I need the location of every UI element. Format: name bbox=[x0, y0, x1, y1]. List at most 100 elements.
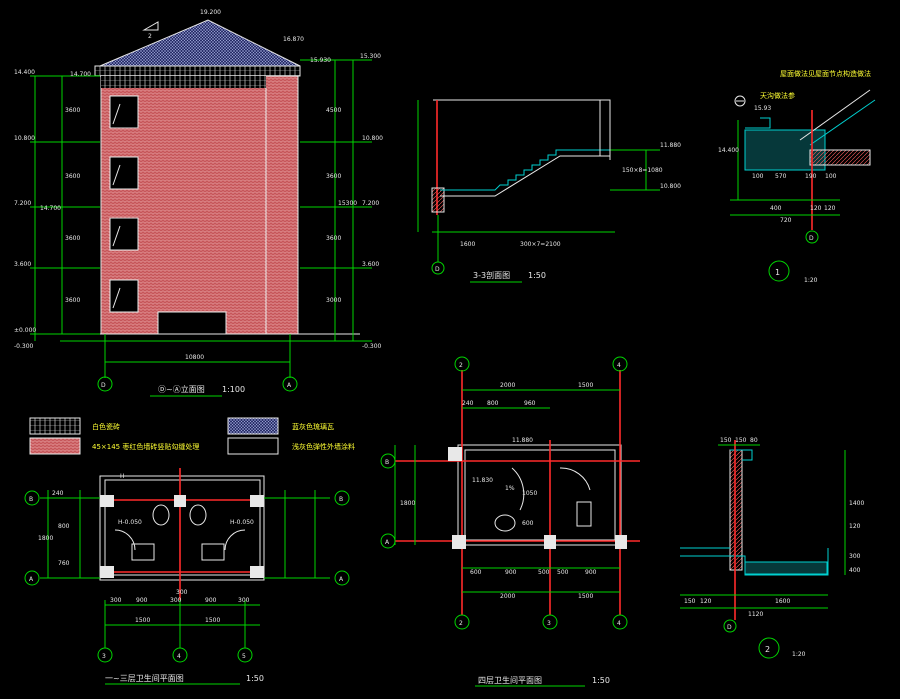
level-left-4: ±0.000 bbox=[14, 327, 36, 334]
axis-bubble-a bbox=[282, 376, 298, 392]
dim-left-3: 3600 bbox=[65, 297, 80, 304]
plan4-top2-1: 800 bbox=[487, 400, 499, 407]
entrance-opening bbox=[157, 311, 227, 335]
plan4-side-2: 600 bbox=[522, 520, 534, 527]
plan13-total-1: 1500 bbox=[205, 617, 220, 624]
plan13-side-2: 760 bbox=[58, 560, 70, 567]
detail-1-bubble bbox=[768, 260, 790, 282]
detail2-top-0: 150 bbox=[720, 437, 732, 444]
elevation-title: Ⓓ~Ⓐ立面图 bbox=[158, 384, 205, 394]
detail2-right-0: 1400 bbox=[849, 500, 864, 507]
level-left-3: 3.600 bbox=[14, 261, 31, 268]
plan4-slope: 1% bbox=[505, 485, 515, 492]
detail2-bot-0: 150 bbox=[684, 598, 696, 605]
detail2-right-2: 300 bbox=[849, 553, 861, 560]
detail2-number: 2 bbox=[765, 645, 770, 654]
detail1-level-mid: 14.400 bbox=[718, 147, 739, 154]
plan13-axis-b-left: B bbox=[29, 496, 33, 503]
dim-right-3: 3000 bbox=[326, 297, 341, 304]
detail-1-drawing bbox=[730, 89, 876, 282]
plan4-top-0: 2000 bbox=[500, 382, 515, 389]
level-left-5: -0.300 bbox=[14, 343, 34, 350]
detail1-dimb-0: 400 bbox=[770, 205, 782, 212]
plan13-level-right: H-0.050 bbox=[230, 519, 254, 526]
plan13-dim-4: 300 bbox=[238, 597, 250, 604]
dim-right-2: 3600 bbox=[326, 235, 341, 242]
detail1-note: 天沟做法参 bbox=[760, 91, 795, 100]
section-title: 3-3剖面图 bbox=[473, 270, 510, 280]
plan13-axis-b-right: B bbox=[339, 496, 343, 503]
plan13-dim-1: 900 bbox=[136, 597, 148, 604]
elevation-axis-left: D bbox=[101, 382, 106, 389]
elevation-scale: 1:100 bbox=[222, 385, 245, 394]
legend-item-4: 浅灰色弹性外墙涂料 bbox=[292, 442, 355, 451]
material-legend bbox=[29, 417, 279, 455]
plan13-side-0: 240 bbox=[52, 490, 64, 497]
plan13-side-1: 800 bbox=[58, 523, 70, 530]
plan13-axis-5: 5 bbox=[242, 653, 246, 660]
plan4-axis-bot-2: 4 bbox=[617, 620, 621, 627]
plan4-bot-1: 900 bbox=[505, 569, 517, 576]
detail1-scale: 1:20 bbox=[804, 277, 818, 284]
section-3-3-drawing bbox=[417, 99, 660, 283]
plan4-bot-3: 500 bbox=[557, 569, 569, 576]
detail1-level-top: 15.93 bbox=[754, 105, 771, 112]
plan13-title: 一~三层卫生间平面图 bbox=[105, 673, 184, 683]
plan4-side-1: 1050 bbox=[522, 490, 537, 497]
plan4-side-0: 1800 bbox=[400, 500, 415, 507]
plan4-title: 四层卫生间平面图 bbox=[478, 675, 542, 685]
dim-right-1: 3600 bbox=[326, 173, 341, 180]
detail2-axis: D bbox=[727, 624, 732, 631]
text-layer: Ⓓ~Ⓐ立面图 1:100 D A 10800 14.400 10.800 7.2… bbox=[14, 9, 871, 685]
detail1-dim-2: 190 bbox=[805, 173, 817, 180]
detail2-right-3: 400 bbox=[849, 567, 861, 574]
plan4-axis-bot-1: 3 bbox=[547, 620, 551, 627]
plan13-axis-a-left: A bbox=[29, 576, 34, 583]
detail1-number: 1 bbox=[775, 268, 780, 277]
plan13-label-h: H bbox=[120, 473, 125, 480]
legend-item-3: 蓝灰色琉璃瓦 bbox=[292, 422, 334, 431]
roof-tile-area bbox=[99, 19, 301, 67]
elevation-drawing bbox=[30, 19, 372, 397]
plan4-axis-top-0: 2 bbox=[459, 362, 463, 369]
detail2-bot-1: 120 bbox=[700, 598, 712, 605]
plan4-top2-2: 960 bbox=[524, 400, 536, 407]
plan4-scale: 1:50 bbox=[592, 676, 610, 685]
plan13-axis-a-right: A bbox=[339, 576, 344, 583]
level-right-3: 3.600 bbox=[362, 261, 379, 268]
plan4-bot-2: 500 bbox=[538, 569, 550, 576]
detail-2-drawing bbox=[680, 440, 846, 659]
section-rise: 150×8=1080 bbox=[622, 167, 663, 174]
plan13-axis-4: 4 bbox=[177, 653, 181, 660]
level-left-1: 10.800 bbox=[14, 135, 35, 142]
plan13-dim-0: 300 bbox=[110, 597, 122, 604]
plan4-bottotal-1: 1500 bbox=[578, 593, 593, 600]
level-right-0: 15.300 bbox=[360, 53, 381, 60]
detail1-dimb-1: 720 bbox=[780, 217, 792, 224]
level-right-4: -0.300 bbox=[362, 343, 382, 350]
detail1-dimb-2: 120 bbox=[810, 205, 822, 212]
plan13-dim-2: 300 bbox=[170, 597, 182, 604]
plan13-dim-3: 900 bbox=[205, 597, 217, 604]
detail1-axis: D bbox=[809, 235, 814, 242]
plan4-top2-0: 240 bbox=[462, 400, 474, 407]
total-height-right: 15300 bbox=[338, 200, 357, 207]
section-dim-a: 1600 bbox=[460, 241, 475, 248]
level-right-2: 7.200 bbox=[362, 200, 379, 207]
total-height-left: 14.700 bbox=[40, 205, 61, 212]
elevation-total-width: 10800 bbox=[185, 354, 204, 361]
detail1-dim-0: 100 bbox=[752, 173, 764, 180]
plan4-top-1: 1500 bbox=[578, 382, 593, 389]
plan13-total-0: 1500 bbox=[135, 617, 150, 624]
dim-left-1: 3600 bbox=[65, 173, 80, 180]
detail2-right-1: 120 bbox=[849, 523, 861, 530]
elevation-axis-right: A bbox=[287, 382, 292, 389]
plan4-axis-side-1: A bbox=[385, 539, 390, 546]
detail1-dimb-3: 120 bbox=[824, 205, 836, 212]
detail2-top-1: 150 bbox=[735, 437, 747, 444]
plan4-level-b: 11.830 bbox=[472, 477, 493, 484]
plan13-axis-3: 3 bbox=[102, 653, 106, 660]
legend-item-1: 白色瓷砖 bbox=[92, 422, 120, 431]
plan4-axis-side-0: B bbox=[385, 459, 389, 466]
